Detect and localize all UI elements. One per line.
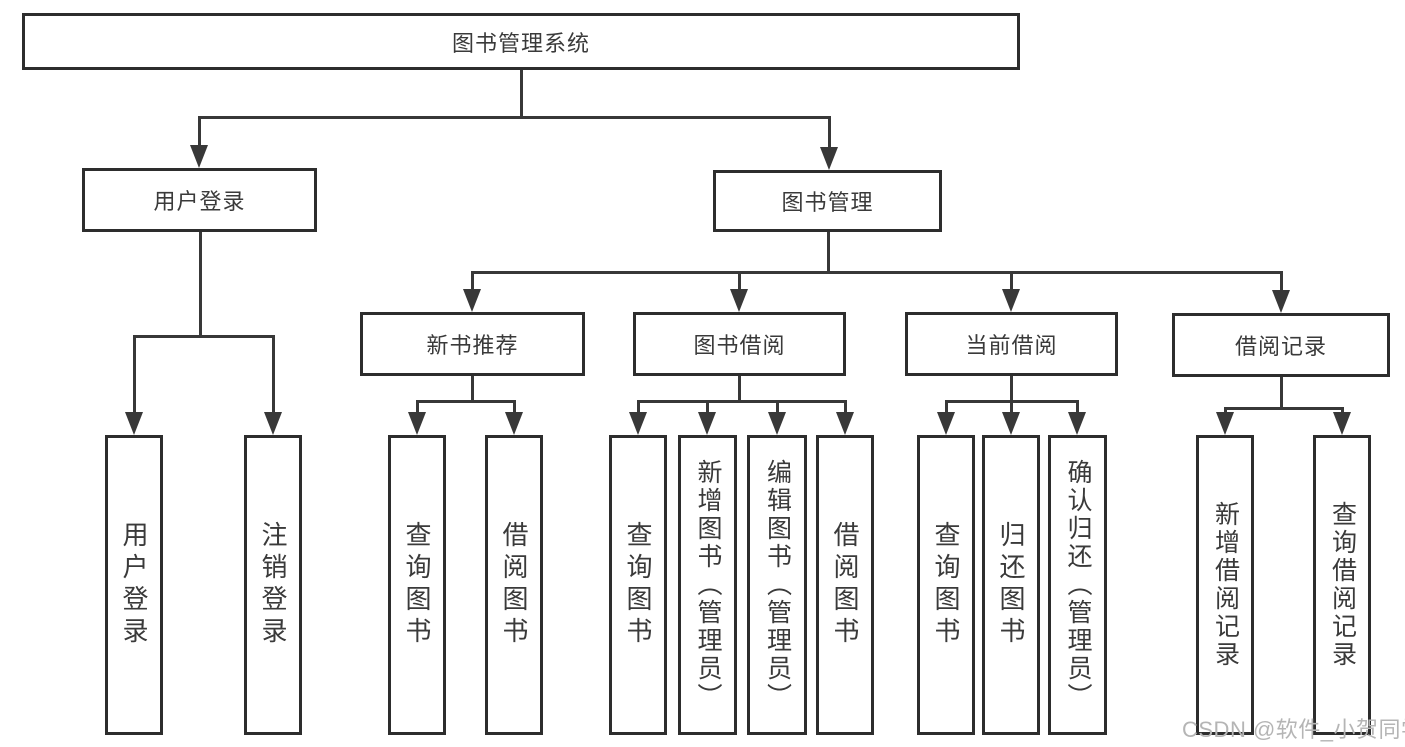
node-br-query: 查询借阅记录	[1313, 435, 1371, 735]
node-label: 查询图书	[623, 521, 653, 649]
arrowhead-down-icon	[1002, 412, 1020, 435]
node-label: 借阅记录	[1234, 334, 1327, 359]
node-label: 归还图书	[996, 521, 1026, 649]
node-label: 查询图书	[402, 521, 432, 649]
node-bb-add: 新增图书（管理员）	[678, 435, 737, 735]
connector-drop	[944, 399, 948, 416]
node-cb-query: 查询图书	[917, 435, 975, 735]
arrowhead-down-icon	[264, 412, 282, 435]
node-book-mgmt: 图书管理	[713, 170, 942, 232]
arrowhead-down-icon	[125, 412, 143, 435]
node-logout: 注销登录	[244, 435, 302, 735]
node-label: 用户登录	[119, 521, 149, 649]
connector-drop	[512, 399, 516, 416]
arrowhead-down-icon	[1216, 412, 1234, 435]
csdn-watermark: CSDN @软件_小贺同学	[1182, 717, 1405, 742]
arrowhead-down-icon	[1002, 289, 1020, 312]
connector-bar	[132, 334, 275, 338]
connector-drop	[1075, 399, 1079, 416]
node-root: 图书管理系统	[22, 13, 1020, 70]
arrowhead-down-icon	[190, 145, 208, 168]
node-rec-borrow: 借阅图书	[485, 435, 543, 735]
node-label: 图书借阅	[693, 333, 786, 358]
connector-drop	[843, 399, 847, 416]
node-user-login: 用户登录	[82, 168, 317, 232]
node-new-book-rec: 新书推荐	[360, 312, 585, 376]
arrowhead-down-icon	[768, 412, 786, 435]
connector-drop	[1223, 406, 1227, 416]
connector-bar	[415, 399, 516, 403]
node-label: 用户登录	[153, 189, 246, 214]
node-login: 用户登录	[105, 435, 163, 735]
node-book-borrow: 图书借阅	[633, 312, 846, 376]
connector-drop	[1340, 406, 1344, 416]
connector-drop	[636, 399, 640, 416]
connector-drop	[737, 270, 741, 293]
arrowhead-down-icon	[505, 412, 523, 435]
arrowhead-down-icon	[698, 412, 716, 435]
node-cb-return: 归还图书	[982, 435, 1040, 735]
node-label: 借阅图书	[830, 521, 860, 649]
arrowhead-down-icon	[820, 147, 838, 170]
connector-drop	[1009, 270, 1013, 293]
connector-bar	[470, 270, 1283, 274]
arrowhead-down-icon	[937, 412, 955, 435]
connector-bar	[197, 115, 831, 119]
node-label: 新增借阅记录	[1211, 501, 1240, 669]
node-bb-edit: 编辑图书（管理员）	[747, 435, 807, 735]
connector-stem	[737, 376, 741, 401]
connector-stem	[1009, 376, 1013, 401]
node-br-add: 新增借阅记录	[1196, 435, 1254, 735]
connector-drop	[705, 399, 709, 416]
connector-stem	[470, 376, 474, 401]
arrowhead-down-icon	[1272, 290, 1290, 313]
connector-drop	[827, 115, 831, 151]
node-label: 借阅图书	[499, 521, 529, 649]
node-label: 查询借阅记录	[1328, 501, 1357, 669]
node-borrow-record: 借阅记录	[1172, 313, 1390, 377]
connector-bar	[1223, 406, 1344, 410]
connector-stem	[826, 232, 830, 272]
connector-stem	[519, 70, 523, 117]
arrowhead-down-icon	[836, 412, 854, 435]
node-label: 查询图书	[931, 521, 961, 649]
arrowhead-down-icon	[463, 289, 481, 312]
node-label: 确认归还（管理员）	[1064, 459, 1092, 711]
connector-stem	[198, 232, 202, 336]
connector-drop	[775, 399, 779, 416]
node-label: 注销登录	[258, 521, 288, 649]
connector-drop	[197, 115, 201, 149]
node-label: 新书推荐	[426, 333, 519, 358]
arrowhead-down-icon	[1333, 412, 1351, 435]
connector-drop	[271, 334, 275, 416]
arrowhead-down-icon	[408, 412, 426, 435]
connector-stem	[1279, 377, 1283, 408]
connector-bar	[636, 399, 847, 403]
connector-drop	[132, 334, 136, 416]
node-label: 图书管理系统	[451, 30, 590, 56]
connector-drop	[1279, 270, 1283, 294]
connector-drop	[415, 399, 419, 416]
node-cb-confirm: 确认归还（管理员）	[1048, 435, 1107, 735]
arrowhead-down-icon	[730, 289, 748, 312]
node-bb-query: 查询图书	[609, 435, 667, 735]
node-label: 当前借阅	[965, 333, 1058, 358]
arrowhead-down-icon	[629, 412, 647, 435]
connector-drop	[1009, 399, 1013, 416]
node-label: 新增图书（管理员）	[694, 459, 722, 711]
connector-drop	[470, 270, 474, 293]
node-label: 图书管理	[781, 190, 874, 215]
node-current-borrow: 当前借阅	[905, 312, 1118, 376]
node-bb-borrow: 借阅图书	[816, 435, 874, 735]
node-label: 编辑图书（管理员）	[763, 459, 792, 711]
arrowhead-down-icon	[1068, 412, 1086, 435]
node-rec-query: 查询图书	[388, 435, 446, 735]
